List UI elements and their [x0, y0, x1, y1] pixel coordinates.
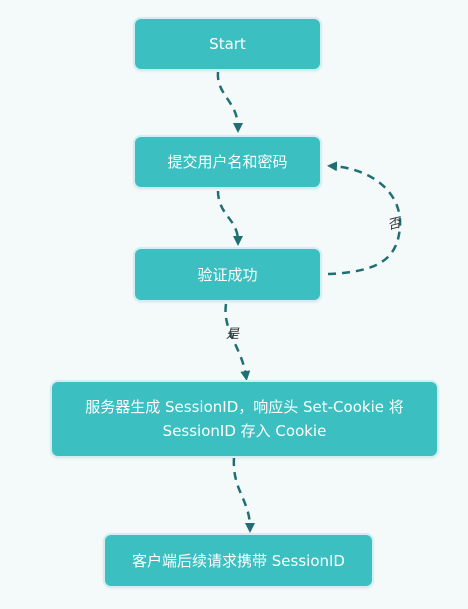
start-node[interactable]: Start — [133, 17, 322, 71]
edge-server-to-client — [232, 457, 255, 533]
edge-label-yes: 是 — [226, 327, 240, 342]
server-generate-session-line2: SessionID 存入 Cookie — [162, 422, 327, 440]
client-carry-session-node[interactable]: 客户端后续请求携带 SessionID — [103, 533, 374, 588]
edge-submit-to-verify — [216, 190, 243, 246]
client-carry-session-label: 客户端后续请求携带 SessionID — [132, 551, 345, 570]
edge-start-to-submit — [216, 71, 243, 133]
submit-credentials-label: 提交用户名和密码 — [167, 153, 288, 171]
server-generate-session-line1: 服务器生成 SessionID，响应头 Set-Cookie 将 — [85, 398, 404, 416]
start-node-label: Start — [209, 35, 246, 53]
server-generate-session-node[interactable]: 服务器生成 SessionID，响应头 Set-Cookie 将 Session… — [50, 380, 439, 458]
edge-verify-yes-to-server — [224, 303, 251, 381]
verify-success-node[interactable]: 验证成功 — [133, 247, 322, 302]
verify-success-label: 验证成功 — [197, 265, 258, 284]
submit-credentials-node[interactable]: 提交用户名和密码 — [133, 135, 322, 189]
